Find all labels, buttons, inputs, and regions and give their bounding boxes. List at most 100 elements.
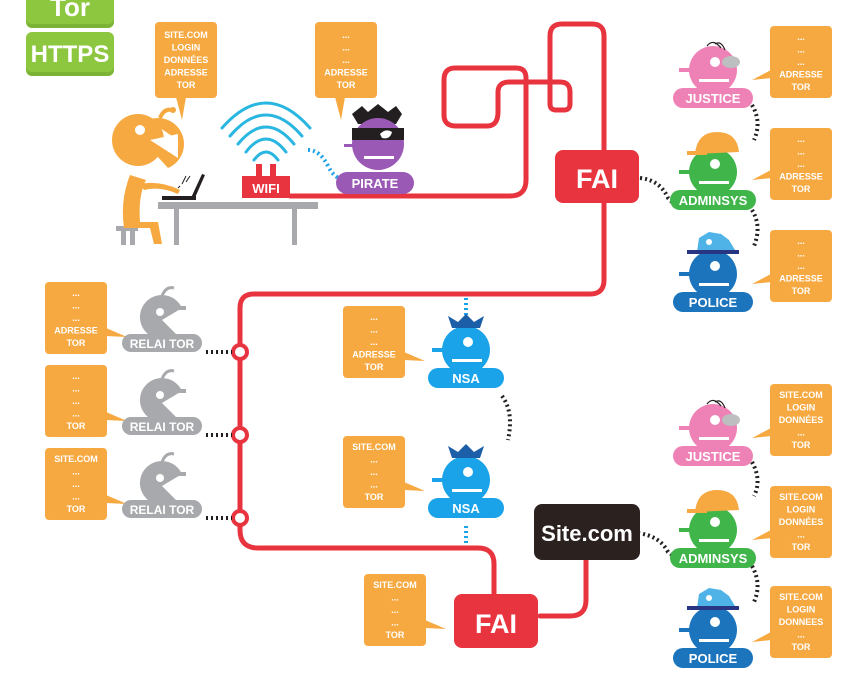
hardhat-icon: [695, 490, 739, 512]
bubble-line: ...: [797, 236, 805, 246]
bubble-line: DONNEES: [779, 617, 824, 627]
desk: [158, 202, 318, 209]
bubble-line: ADRESSE: [164, 67, 208, 77]
bubble-line: ...: [72, 288, 80, 298]
relay-label: RELAI TOR: [130, 420, 195, 434]
bubble-line: TOR: [365, 492, 384, 502]
bubble-line: SITE.COM: [779, 492, 823, 502]
justice-icon: [689, 46, 737, 94]
bubble-line: ...: [342, 42, 350, 52]
bubble-line: ...: [342, 30, 350, 40]
bubble-line: ADRESSE: [324, 67, 368, 77]
bubble-line: LOGIN: [172, 42, 201, 52]
adminsys-label: ADMINSYS: [679, 551, 748, 566]
police-icon: [689, 606, 737, 654]
dotted-connectors: [206, 103, 760, 603]
bubble-line: TOR: [792, 440, 811, 450]
speech-bubble: SITE.COM.........TOR: [343, 436, 425, 508]
adminsys-character: ADMINSYS: [670, 132, 756, 210]
bubble-line: ...: [797, 629, 805, 639]
isp-bottom-label: FAI: [475, 609, 517, 639]
bubble-line: SITE.COM: [164, 30, 208, 40]
bubble-line: TOR: [386, 630, 405, 640]
justice-character: JUSTICE: [673, 399, 753, 466]
relay-node-2: [231, 426, 249, 444]
badge-https: HTTPS: [26, 32, 114, 76]
police-character: POLICE: [673, 232, 753, 312]
bubble-line: ...: [370, 479, 378, 489]
police-cap-icon: [697, 588, 735, 608]
adminsys-icon: [689, 506, 737, 554]
isp-top-label: FAI: [576, 164, 618, 194]
nsa-hat-icon: [448, 314, 484, 328]
badge-https-label: HTTPS: [31, 41, 110, 68]
nsa-label: NSA: [452, 371, 480, 386]
bubble-line: ...: [391, 605, 399, 615]
badge-tor: Tor: [26, 0, 114, 28]
bubble-line: SITE.COM: [779, 592, 823, 602]
speech-bubble: SITE.COM LOGIN DONNÉES ADRESSE TOR: [155, 22, 217, 120]
wifi-label: WIFI: [252, 181, 279, 196]
police-cap-icon: [697, 232, 735, 252]
bubble-line: ADRESSE: [352, 349, 396, 359]
bubble-line: TOR: [365, 362, 384, 372]
bubble-line: DONNÉES: [164, 55, 209, 65]
justice-label: JUSTICE: [686, 91, 741, 106]
relay-icon: [139, 295, 182, 340]
bubble-line: TOR: [792, 542, 811, 552]
bubble-line: ADRESSE: [54, 325, 98, 335]
speech-bubble: SITE.COM.........TOR: [45, 448, 127, 520]
bubble-line: ...: [72, 396, 80, 406]
bubble-line: ...: [797, 427, 805, 437]
wifi-waves-icon: [220, 101, 312, 162]
nsa-hat-icon: [448, 444, 484, 458]
tor-relay: RELAI TOR: [122, 452, 202, 518]
bubble-line: LOGIN: [787, 604, 816, 614]
site-label: Site.com: [541, 521, 633, 546]
bubble-line: TOR: [337, 80, 356, 90]
bubble-line: ADRESSE: [779, 273, 823, 283]
dotted-blue-connectors: [307, 148, 468, 546]
police-label: POLICE: [689, 295, 738, 310]
relay-label: RELAI TOR: [130, 337, 195, 351]
bubble-line: ...: [72, 300, 80, 310]
relay-node-1: [231, 343, 249, 361]
justice-label: JUSTICE: [686, 449, 741, 464]
bubble-line: DONNÉES: [779, 415, 824, 425]
bubble-line: SITE.COM: [373, 580, 417, 590]
nsa-character: NSA: [428, 444, 504, 518]
bubble-line: ...: [370, 312, 378, 322]
bubble-line: ...: [391, 617, 399, 627]
tor-relay: RELAI TOR: [122, 286, 202, 352]
badge-tor-label: Tor: [50, 0, 90, 22]
speech-bubbles: SITE.COMLOGINDONNÉESADRESSETOR.........A…: [45, 22, 832, 658]
relay-node-3: [231, 509, 249, 527]
line-fai-to-site: [537, 555, 589, 619]
isp-bottom: FAI: [454, 594, 538, 648]
bubble-line: ...: [797, 529, 805, 539]
justice-icon: [689, 404, 737, 452]
justice-character: JUSTICE: [673, 41, 753, 108]
pirate-hat-icon: [352, 104, 402, 124]
bubble-line: ...: [797, 134, 805, 144]
bubble-line: ...: [72, 466, 80, 476]
bubble-line: ...: [370, 454, 378, 464]
bubble-line: ...: [797, 57, 805, 67]
monocle-icon: [722, 56, 740, 68]
bubble-line: TOR: [177, 80, 196, 90]
police-character: POLICE: [673, 588, 753, 668]
line-wifi-to-fai: [287, 21, 607, 199]
bubble-line: SITE.COM: [352, 442, 396, 452]
nsa-icon: [442, 456, 490, 504]
police-icon: [689, 250, 737, 298]
bubble-line: ...: [72, 491, 80, 501]
speech-bubble: ............TOR: [45, 365, 127, 437]
bubble-line: ...: [72, 313, 80, 323]
laptop-icon: [162, 174, 205, 200]
pirate-character: PIRATE: [336, 104, 414, 194]
wifi-router: WIFI: [220, 101, 312, 198]
